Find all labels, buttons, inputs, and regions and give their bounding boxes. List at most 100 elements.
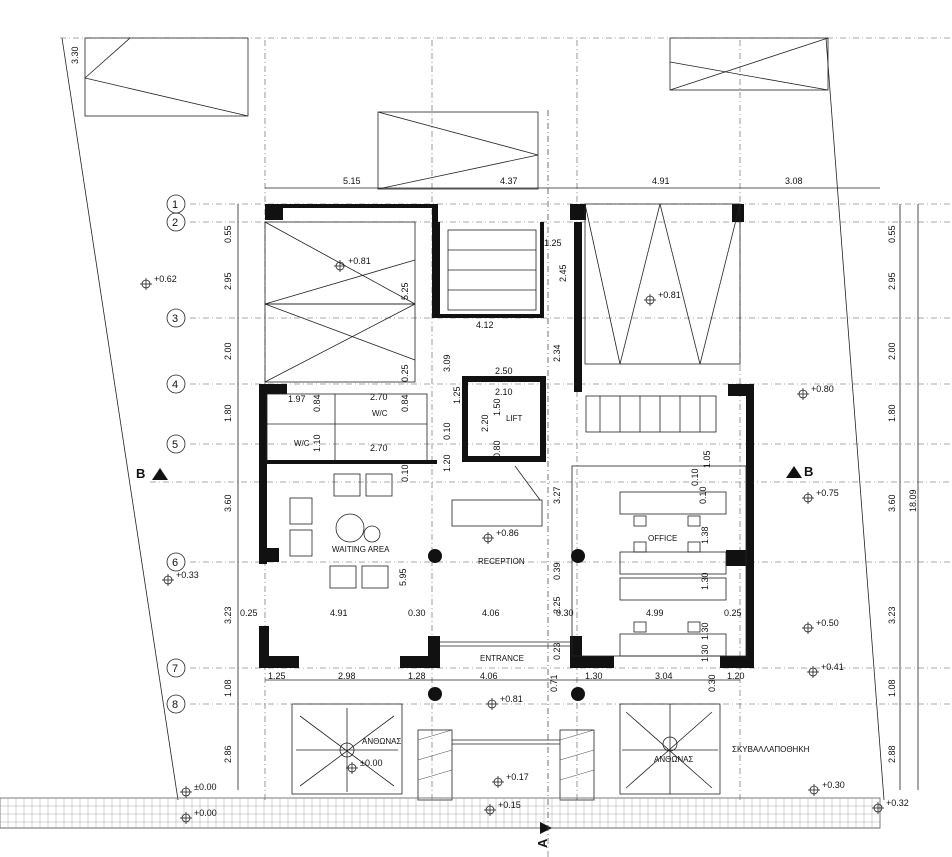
svg-text:+0.75: +0.75 (816, 488, 839, 498)
top-dim-3: 4.91 (652, 176, 670, 186)
svg-text:+0.00: +0.00 (194, 808, 217, 818)
inner-dim-270b: 2.70 (370, 443, 388, 453)
bottom-dim-4: 4.06 (480, 671, 498, 681)
level-marker: ±0.00 (180, 782, 216, 798)
right-dim-200: 2.00 (887, 342, 897, 360)
inner-dim-234: 2.34 (552, 344, 562, 362)
level-marker: +0.75 (802, 488, 839, 504)
palm-left (296, 708, 398, 792)
inner-dim-105: 1.05 (702, 450, 712, 468)
office-furniture (619, 491, 727, 657)
inner-dim-491: 4.91 (330, 608, 348, 618)
inner-dim-130b: 1.30 (700, 622, 710, 640)
total-height-dim: 18.09 (908, 489, 918, 512)
room-bin-store: ΣΚΥΒΑΛΛΑΠΟΘΗΚΗ (732, 745, 810, 754)
level-marker: +0.81 (644, 290, 681, 306)
inner-dim-525: 5.25 (400, 282, 410, 300)
right-dim-323: 3.23 (887, 606, 897, 624)
inner-dim-130a: 1.30 (700, 572, 710, 590)
left-dim-330: 3.30 (70, 46, 80, 64)
level-marker: +0.62 (140, 274, 177, 290)
inner-dim-084a: 0.84 (312, 394, 322, 412)
svg-text:+0.81: +0.81 (348, 256, 371, 266)
section-b-left: B (136, 466, 145, 481)
svg-text:+0.30: +0.30 (822, 780, 845, 790)
svg-text:±0.00: ±0.00 (194, 782, 216, 792)
waiting-furniture (289, 473, 393, 589)
level-marker: +0.00 (180, 808, 217, 824)
grid-label-7: 7 (172, 663, 178, 675)
grid-label-6: 6 (172, 557, 178, 569)
level-marker: +0.80 (797, 384, 834, 400)
inner-dim-406: 4.06 (482, 608, 500, 618)
inner-dim-010c: 0.10 (690, 468, 700, 486)
inner-dim-220: 2.20 (480, 414, 490, 432)
inner-dim-023: 0.23 (552, 642, 562, 660)
front-landscape (291, 703, 721, 801)
grid-bubbles: 1 2 3 4 5 6 7 8 (166, 194, 186, 714)
bottom-dim-1: 1.25 (268, 671, 286, 681)
room-entrance: ENTRANCE (480, 654, 524, 663)
level-marker: +0.81 (334, 256, 371, 272)
inner-dim-595: 5.95 (398, 568, 408, 586)
inner-dim-030b: 0.30 (556, 608, 574, 618)
bottom-dim-9: 1.20 (727, 671, 745, 681)
inner-dim-025a: 0.25 (400, 364, 410, 382)
inner-dim-025b: 0.25 (240, 608, 258, 618)
grid-lines (150, 40, 952, 857)
section-marks: B B A (136, 110, 813, 848)
neighbour-parking (84, 37, 829, 190)
inner-dim-010a: 0.10 (442, 422, 452, 440)
inner-dim-245: 2.45 (558, 264, 568, 282)
room-wc-lower: W/C (294, 439, 310, 448)
room-office: OFFICE (648, 534, 677, 543)
svg-text:+0.32: +0.32 (886, 798, 909, 808)
inner-dim-110: 1.10 (312, 434, 322, 452)
inner-dim-412: 4.12 (476, 320, 494, 330)
bottom-dim-5: 0.71 (549, 674, 559, 692)
left-dim-323: 3.23 (223, 606, 233, 624)
top-dimensions: 5.15 4.37 4.91 3.08 (265, 176, 880, 189)
svg-text:+0.15: +0.15 (498, 800, 521, 810)
level-marker: +0.81 (486, 694, 523, 710)
inner-dim-125a: 1.25 (544, 238, 562, 248)
inner-dim-120: 1.20 (442, 454, 452, 472)
left-dim-286: 2.86 (223, 745, 233, 763)
room-reception: RECEPTION (478, 557, 525, 566)
svg-text:+0.81: +0.81 (658, 290, 681, 300)
inner-dim-309: 3.09 (442, 354, 452, 372)
bottom-dim-3: 1.28 (408, 671, 426, 681)
top-dim-1: 5.15 (343, 176, 361, 186)
room-lift: LIFT (506, 414, 523, 423)
level-markers: +0.62 +0.81 +0.81 +0.80 +0.75 +0.33 +0.8… (140, 256, 909, 824)
inner-dim-039: 0.39 (552, 562, 562, 580)
grid-label-4: 4 (172, 379, 178, 391)
inner-dim-010d: 0.10 (698, 486, 708, 504)
level-marker: +0.41 (807, 662, 844, 678)
left-dim-180: 1.80 (223, 404, 233, 422)
level-marker: +0.30 (808, 780, 845, 796)
svg-text:+0.33: +0.33 (176, 570, 199, 580)
svg-text:+0.80: +0.80 (811, 384, 834, 394)
right-dim-288: 2.88 (887, 745, 897, 763)
inner-dim-030a: 0.30 (408, 608, 426, 618)
section-b-right: B (804, 464, 813, 479)
left-dim-200: 2.00 (223, 342, 233, 360)
bottom-dim-6: 1.30 (585, 671, 603, 681)
inner-dim-150: 1.50 (492, 398, 502, 416)
grid-label-5: 5 (172, 439, 178, 451)
top-dim-2: 4.37 (500, 176, 518, 186)
bottom-dim-8: 0.30 (707, 674, 717, 692)
top-dim-4: 3.08 (785, 176, 803, 186)
level-marker: +0.50 (802, 618, 839, 634)
grid-label-1: 1 (172, 199, 178, 211)
inner-dim-010b: 0.10 (400, 464, 410, 482)
left-dimensions: 3.30 0.55 2.95 2.00 1.80 3.60 3.23 1.08 … (70, 46, 239, 790)
inner-dim-080: 0.80 (492, 440, 502, 458)
room-labels: WAITING AREA RECEPTION ENTRANCE OFFICE L… (294, 409, 810, 764)
svg-text:+0.41: +0.41 (821, 662, 844, 672)
room-wc-upper: W/C (372, 409, 388, 418)
level-marker: ±0.00 (346, 758, 382, 774)
inner-dim-225: 2.25 (552, 596, 562, 614)
